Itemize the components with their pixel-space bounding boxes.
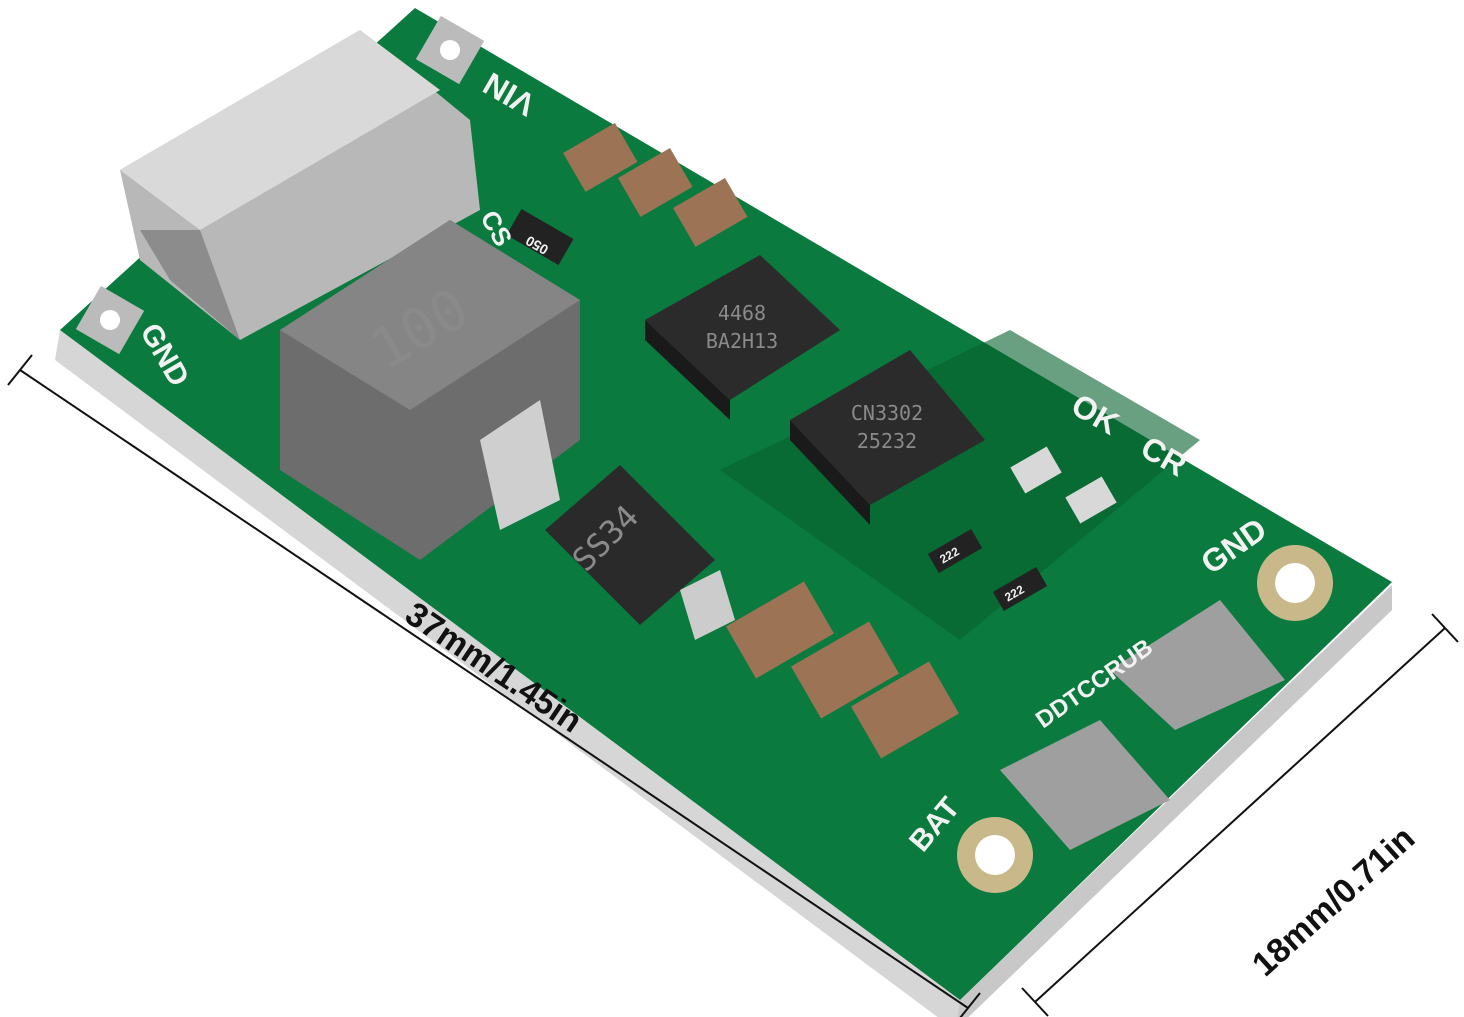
diode-ss34: SS34	[545, 465, 735, 640]
ic2-line1: CN3302	[851, 401, 923, 425]
pad-gnd	[1110, 600, 1285, 730]
led-ok	[1010, 446, 1062, 494]
mounting-holes	[75, 15, 1333, 893]
capacitors-top	[563, 122, 748, 247]
capacitors-bottom	[726, 581, 959, 759]
led-cr	[1065, 476, 1117, 524]
ic1-line2: BA2H13	[706, 329, 778, 353]
board-edge	[55, 330, 960, 1017]
board-edge-side	[957, 585, 1392, 1017]
ic1-line1: 4468	[718, 301, 766, 325]
usb-c-connector	[120, 30, 480, 340]
dimension-length	[7, 354, 981, 1017]
resistor-222-b	[992, 566, 1048, 612]
resistor-222-a	[927, 528, 983, 574]
ic2-line2: 25232	[857, 429, 917, 453]
inductor: 100	[280, 220, 580, 560]
dimension-width	[1021, 613, 1459, 1017]
resistor-cs	[506, 209, 574, 265]
pcb-trace-area	[720, 330, 1200, 640]
ic-cn3302: CN3302 25232	[790, 350, 985, 525]
dimension-width-label: 18mm/0.71in	[1245, 819, 1422, 984]
ic-4468: 4468 BA2H13	[645, 255, 840, 420]
pad-bat	[1000, 720, 1170, 850]
